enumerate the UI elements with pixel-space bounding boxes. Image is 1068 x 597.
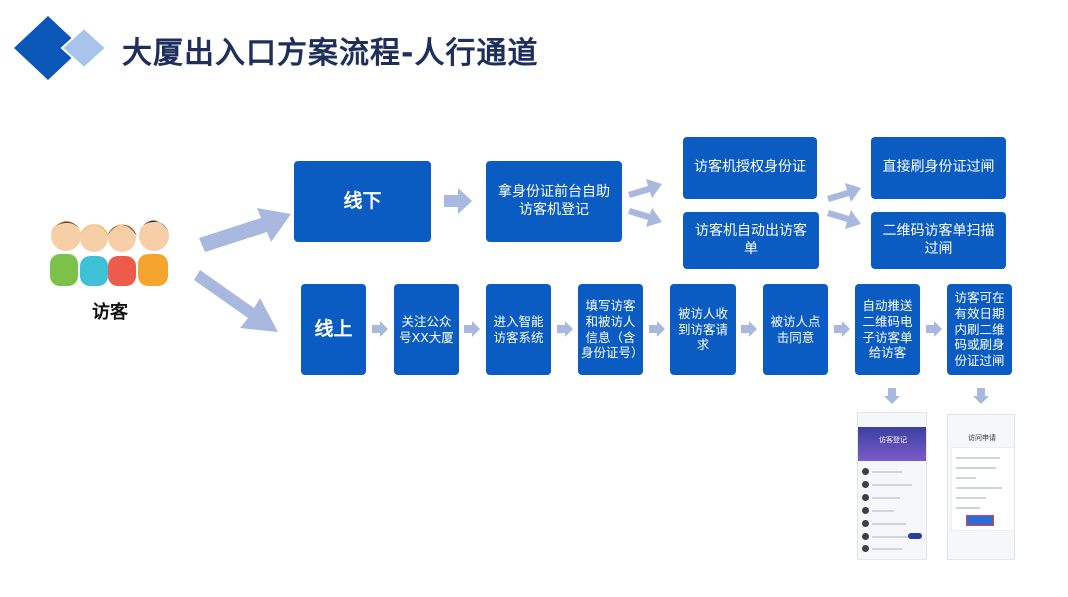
arrow-to-offline xyxy=(199,208,291,252)
swipe-id-gate-box: 直接刷身份证过闸 xyxy=(871,137,1006,199)
online-step-5: 被访人点击同意 xyxy=(763,284,828,375)
field-line xyxy=(872,497,900,499)
online-step-6: 自动推送二维码电子访客单给访客 xyxy=(855,284,920,375)
arrow-small xyxy=(926,321,942,337)
visitors-icon xyxy=(50,220,169,286)
print-visitor-slip-box: 访客机自动出访客单 xyxy=(683,212,819,269)
arrow-right xyxy=(444,188,472,214)
online-step-2: 进入智能访客系统 xyxy=(486,284,551,375)
arrow-small xyxy=(649,321,665,337)
arrow-small xyxy=(464,321,480,337)
phone-visit-application-screenshot: 访问申请 xyxy=(947,414,1015,560)
online-box: 线上 xyxy=(301,284,366,375)
arrow-split-up xyxy=(628,179,662,198)
field-line xyxy=(956,487,1002,489)
arrow-down xyxy=(884,388,900,404)
field-icon xyxy=(862,545,869,552)
scan-qr-gate-box: 二维码访客单扫描过闸 xyxy=(871,212,1006,269)
online-step-3: 填写访客和被访人信息（含身份证号） xyxy=(578,284,644,375)
phone-toggle xyxy=(908,533,922,539)
field-line xyxy=(872,548,902,550)
field-line xyxy=(872,471,902,473)
field-line xyxy=(956,497,986,499)
field-icon xyxy=(862,507,869,514)
field-icon xyxy=(862,468,869,475)
arrow-small xyxy=(741,321,757,337)
field-line xyxy=(872,510,894,512)
online-step-1: 关注公众号XX大厦 xyxy=(394,284,459,375)
field-icon xyxy=(862,520,869,527)
field-icon xyxy=(862,481,869,488)
page-title: 大厦出入口方案流程-人行通道 xyxy=(122,36,539,71)
field-line xyxy=(956,507,980,509)
field-line xyxy=(956,457,1000,459)
logo-diamonds xyxy=(14,16,108,80)
arrow-split-down xyxy=(628,208,662,227)
phone-header: 访问申请 xyxy=(968,434,996,442)
arrow-down xyxy=(973,388,989,404)
arrow-small xyxy=(557,321,573,337)
phone-confirm-button xyxy=(966,515,994,526)
self-service-register-box: 拿身份证前台自助访客机登记 xyxy=(486,161,622,242)
field-line xyxy=(872,536,910,538)
field-icon xyxy=(862,494,869,501)
authorize-id-box: 访客机授权身份证 xyxy=(683,137,817,199)
arrow-right-a xyxy=(827,183,861,202)
offline-box: 线下 xyxy=(294,161,431,242)
online-step-4: 被访人收到访客请求 xyxy=(670,284,736,375)
field-line xyxy=(872,484,912,486)
field-line xyxy=(872,523,906,525)
phone-banner xyxy=(858,427,926,461)
arrow-small xyxy=(834,321,850,337)
arrow-small xyxy=(372,321,388,337)
field-icon xyxy=(862,533,869,540)
field-line xyxy=(956,477,976,479)
field-line xyxy=(956,467,996,469)
arrow-right-b xyxy=(827,210,861,229)
phone-header: 访客登记 xyxy=(879,436,907,444)
phone-visitor-register-screenshot: 访客登记 xyxy=(857,412,927,560)
online-step-7: 访客可在有效日期内刷二维码或刷身份证过闸 xyxy=(947,284,1012,375)
visitor-label: 访客 xyxy=(92,302,128,323)
arrow-to-online xyxy=(194,270,278,332)
